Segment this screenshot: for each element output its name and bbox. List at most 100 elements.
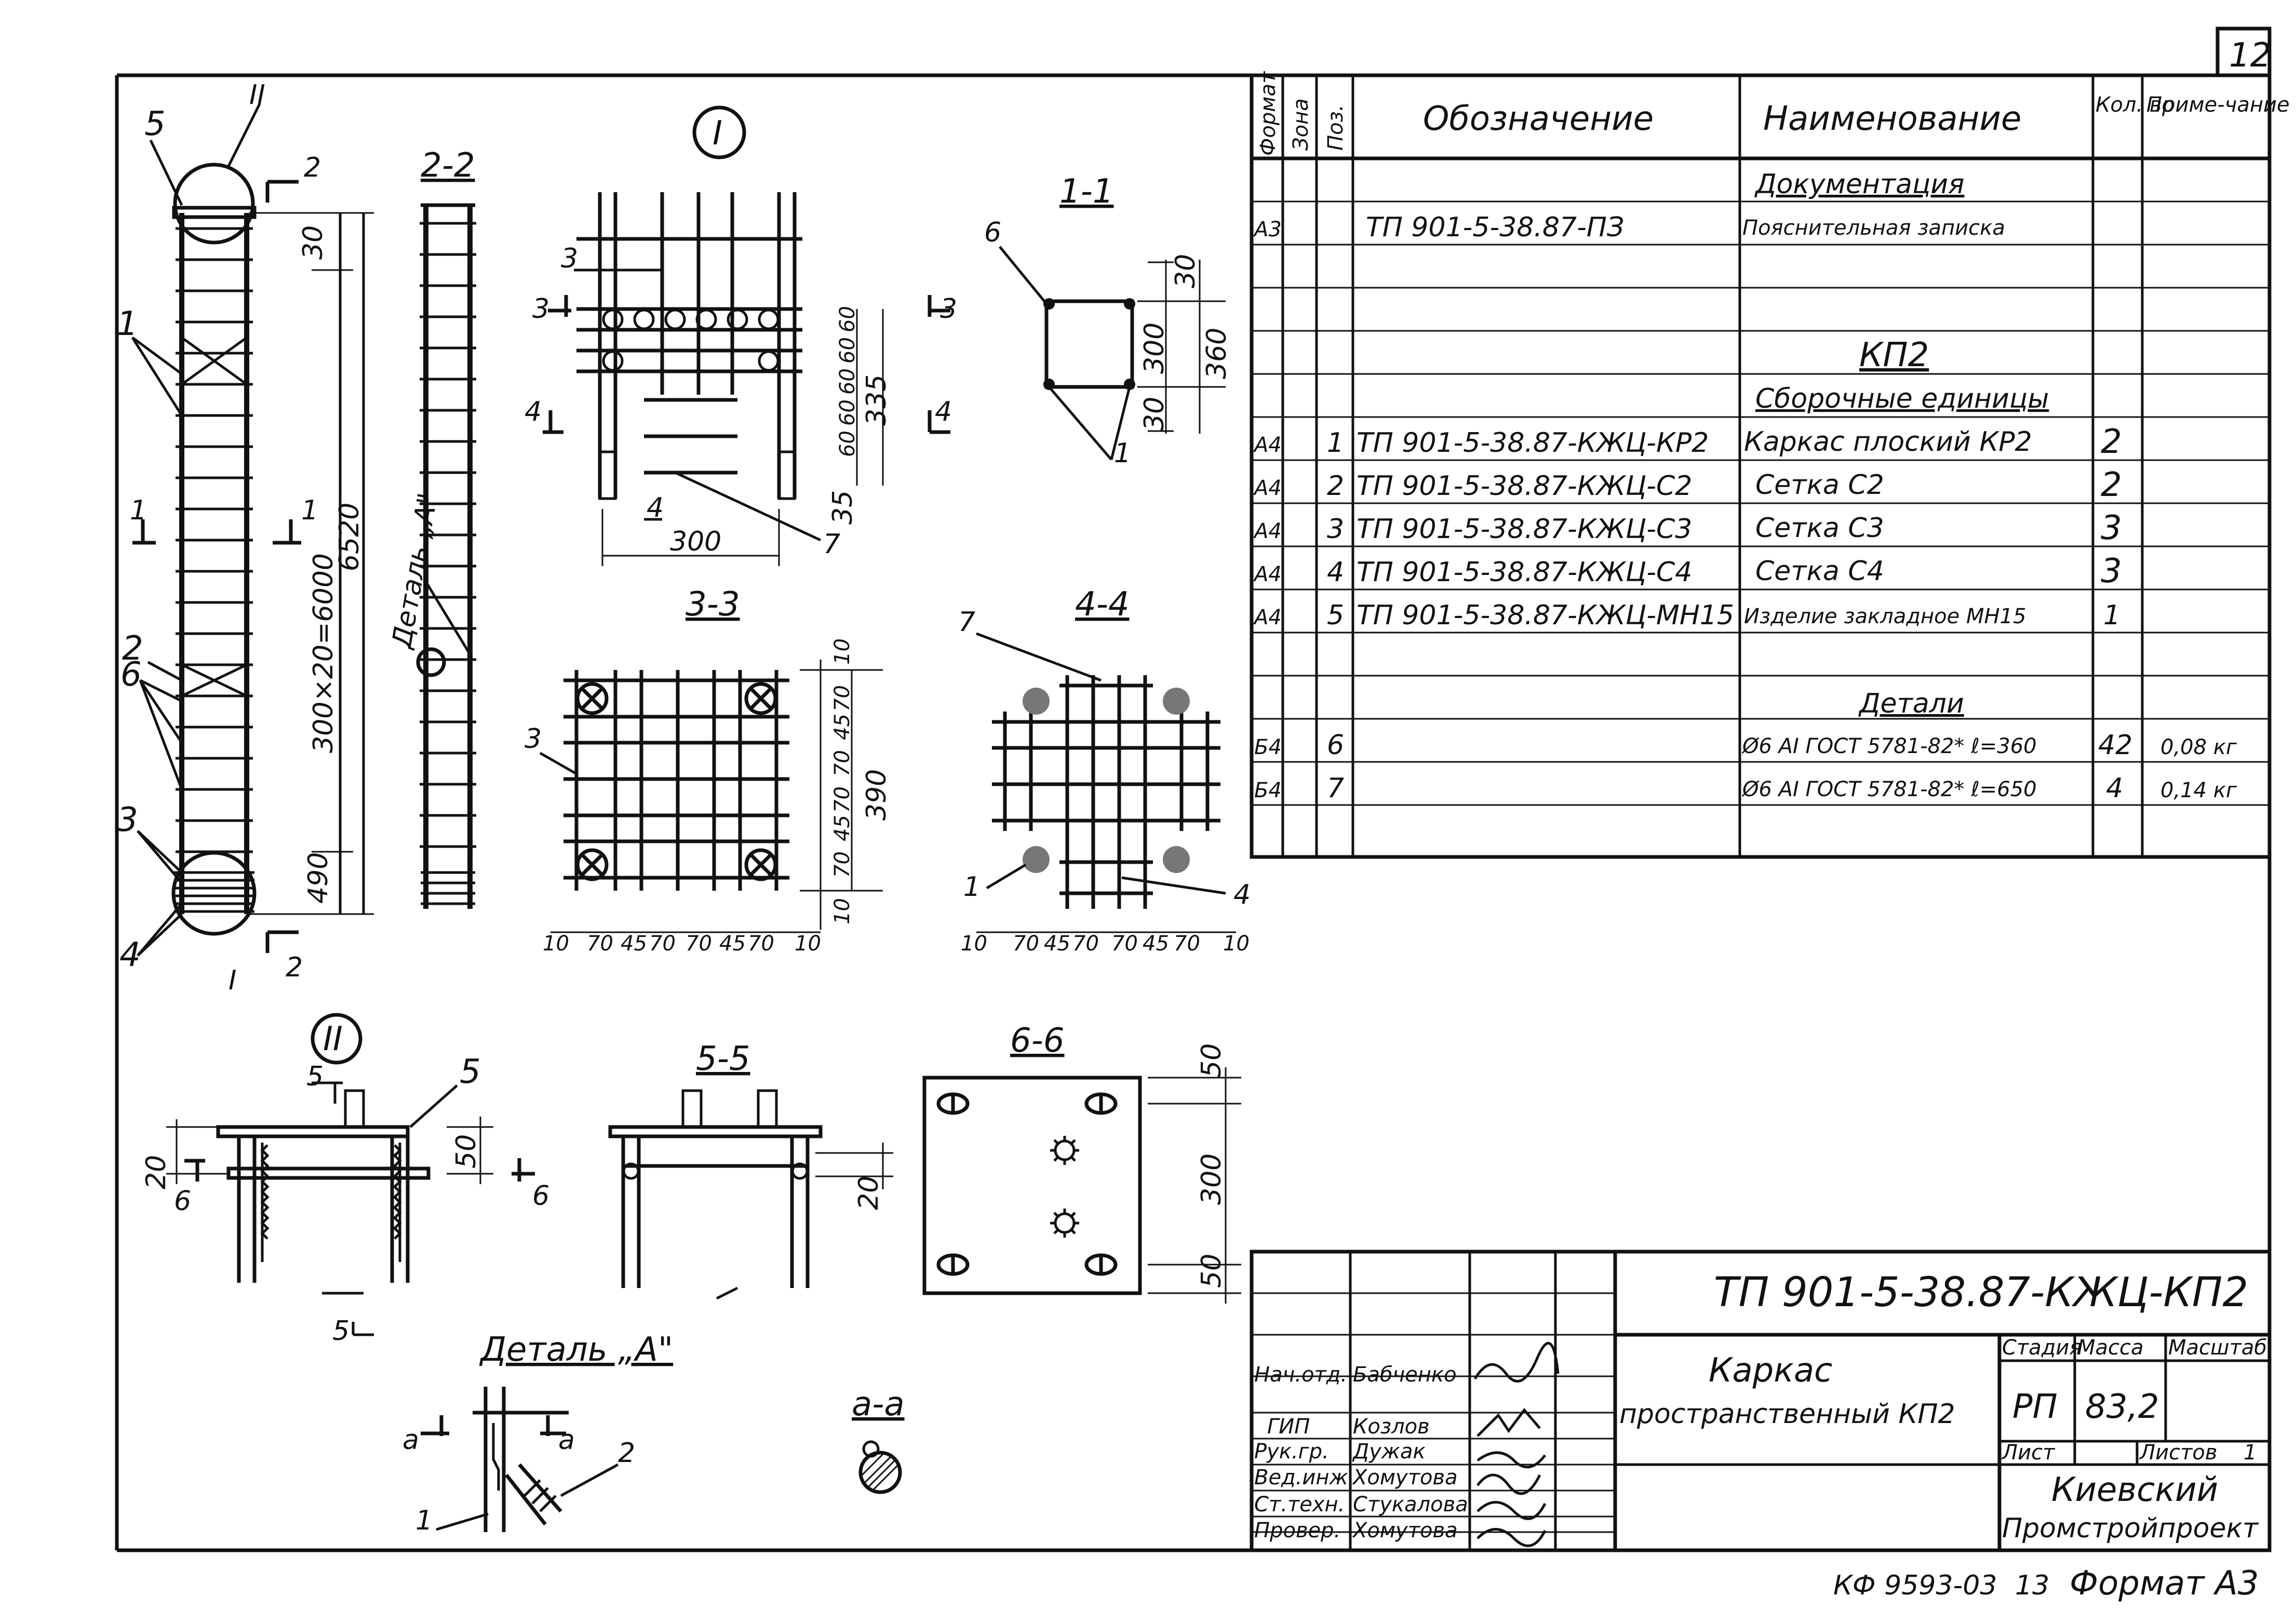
dim-6000: 300×20=6000 <box>308 553 339 753</box>
section-3-3-dim-v70-a: 70 <box>830 685 854 712</box>
svg-text:ТП 901-5-38.87-КЖЦ-МН15: ТП 901-5-38.87-КЖЦ-МН15 <box>1357 600 1734 631</box>
svg-text:1: 1 <box>2103 600 2120 631</box>
footer-number: 13 <box>2015 1570 2049 1601</box>
svg-text:Провер.: Провер. <box>1254 1519 1340 1542</box>
node-I-dim-60-b: 60 <box>836 337 860 364</box>
section-6-6-dim-50-bottom: 50 <box>1196 1254 1227 1288</box>
section-6-6-title: 6-6 <box>1010 1022 1065 1060</box>
svg-text:Дужак: Дужак <box>1352 1440 1426 1464</box>
node-I-mark-3-left: 3 <box>532 293 549 325</box>
section-3-3-dim-70-c: 70 <box>686 932 712 956</box>
svg-text:3: 3 <box>2101 552 2122 591</box>
node-II-ref: II <box>249 79 265 111</box>
spec-header-name: Наименование <box>1763 100 2021 138</box>
svg-text:5: 5 <box>1327 600 1344 631</box>
svg-text:А3: А3 <box>1253 218 1282 242</box>
section-4-4-dim-10-left: 10 <box>961 932 987 956</box>
svg-text:0,14 кг: 0,14 кг <box>2160 779 2237 802</box>
svg-text:А4: А4 <box>1253 606 1282 629</box>
node-I-dim-300: 300 <box>670 526 721 557</box>
section-5-5-title: 5-5 <box>696 1040 750 1078</box>
svg-text:Бабченко: Бабченко <box>1353 1363 1457 1387</box>
node-I-dim-35: 35 <box>827 490 858 525</box>
svg-text:3: 3 <box>1327 514 1344 545</box>
section-3-3-dim-v10-bottom: 10 <box>830 898 854 924</box>
list-item: Провер. Хомутова <box>1254 1519 1458 1542</box>
section-4-4-label-7: 7 <box>958 607 975 638</box>
svg-text:Каркас плоский КР2: Каркас плоский КР2 <box>1744 426 2032 458</box>
node-II-mark-5-top: 5 <box>306 1061 324 1092</box>
section-3-3-dim-v45-b: 45 <box>830 815 854 841</box>
detail-A-title: Деталь „А" <box>479 1331 673 1369</box>
table-row: А3 ТП 901-5-38.87-ПЗ Пояснительная запис… <box>1253 212 2005 243</box>
detail-A-view <box>421 1387 619 1532</box>
section-1-1-view <box>999 246 1226 461</box>
section-4-4-label-4: 4 <box>1233 879 1251 910</box>
node-II-mark-6-right: 6 <box>532 1180 549 1212</box>
spec-section-assembly: Сборочные единицы <box>1755 383 2049 414</box>
node-II-title: II <box>323 1020 343 1058</box>
section-1-1-label-6: 6 <box>984 217 1001 248</box>
table-row: Б4 7 Ø6 АI ГОСТ 5781-82* ℓ=650 4 0,14 кг <box>1254 773 2237 804</box>
svg-text:ТП 901-5-38.87-КЖЦ-С4: ТП 901-5-38.87-КЖЦ-С4 <box>1357 557 1692 588</box>
table-row: А4 5 ТП 901-5-38.87-КЖЦ-МН15 Изделие зак… <box>1253 600 2120 631</box>
node-I-label-4: 4 <box>647 492 664 524</box>
node-I-view <box>543 105 950 566</box>
spec-header-qty: Кол. во <box>2096 93 2174 117</box>
svg-text:Стукалова: Стукалова <box>1353 1493 1468 1517</box>
list-item: Вед.инж. Хомутова <box>1254 1466 1458 1490</box>
label-pos-6: 6 <box>120 655 142 694</box>
svg-text:А4: А4 <box>1253 476 1282 500</box>
svg-text:ТП 901-5-38.87-КЖЦ-С3: ТП 901-5-38.87-КЖЦ-С3 <box>1357 514 1692 545</box>
section-3-3-dim-390: 390 <box>861 769 892 821</box>
table-row: Б4 6 Ø6 АI ГОСТ 5781-82* ℓ=360 42 0,08 к… <box>1254 730 2237 761</box>
node-I-dim-60-e: 60 <box>836 431 860 457</box>
section-a-a-title: а-а <box>852 1385 905 1424</box>
section-1-1-label-1: 1 <box>1114 438 1131 469</box>
designation-code: ТП 901-5-38.87-КЖЦ-КП2 <box>1714 1269 2248 1316</box>
sheet-label: Лист <box>2001 1441 2056 1465</box>
node-I-mark-4-right: 4 <box>935 396 952 427</box>
section-3-3-label-3: 3 <box>525 723 542 755</box>
spec-header-designation: Обозначение <box>1423 100 1654 138</box>
section-6-6-dim-300: 300 <box>1196 1153 1227 1205</box>
signature-scribbles <box>1473 1341 1560 1547</box>
spec-header-format: Формат <box>1256 71 1280 156</box>
dim-6520: 6520 <box>334 503 365 571</box>
stage-label: Стадия <box>2002 1336 2082 1360</box>
label-pos-2: 2 <box>122 629 143 668</box>
section-3-3-dim-70-b: 70 <box>649 932 676 956</box>
svg-text:Ø6 АI ГОСТ 5781-82* ℓ=360: Ø6 АI ГОСТ 5781-82* ℓ=360 <box>1741 734 2037 758</box>
section-3-3-dim-v70-c: 70 <box>830 786 854 813</box>
sheets-label: Листов <box>2139 1441 2217 1465</box>
org-name-line2: Промстройпроект <box>2002 1513 2259 1544</box>
section-mark-2-bottom: 2 <box>286 952 303 983</box>
svg-text:6: 6 <box>1327 730 1344 761</box>
section-1-1-dim-30-bottom: 30 <box>1139 397 1170 431</box>
svg-text:А4: А4 <box>1253 433 1282 457</box>
svg-text:Изделие закладное МН15: Изделие закладное МН15 <box>1744 605 2026 628</box>
label-pos-4: 4 <box>119 936 141 974</box>
specification-table <box>1250 73 2272 859</box>
org-name-line1: Киевский <box>2051 1471 2218 1509</box>
page-number: 12 <box>2229 36 2271 75</box>
stage-value: РП <box>2012 1388 2058 1426</box>
section-mark-1-left: 1 <box>130 495 147 526</box>
section-1-1-dim-300: 300 <box>1139 323 1170 374</box>
label-pos-3: 3 <box>117 801 138 839</box>
section-mark-2-top: 2 <box>304 152 321 183</box>
svg-text:0,08 кг: 0,08 кг <box>2160 735 2237 759</box>
svg-text:А4: А4 <box>1253 519 1282 543</box>
section-4-4-view <box>976 632 1236 933</box>
table-row: А4 1 ТП 901-5-38.87-КЖЦ-КР2 Каркас плоск… <box>1253 423 2122 461</box>
section-3-3-title: 3-3 <box>686 585 740 624</box>
node-I-dim-60-d: 60 <box>836 399 860 426</box>
dim-490: 490 <box>303 852 334 904</box>
title-block <box>1250 1250 2272 1552</box>
svg-text:Хомутова: Хомутова <box>1352 1519 1458 1542</box>
section-3-3-dim-70-d: 70 <box>748 932 774 956</box>
section-4-4-dim-70-c: 70 <box>1111 932 1138 956</box>
section-1-1-dim-30-top: 30 <box>1170 254 1201 288</box>
label-pos-5: 5 <box>144 105 166 143</box>
svg-text:ТП 901-5-38.87-КЖЦ-С2: ТП 901-5-38.87-КЖЦ-С2 <box>1357 471 1692 502</box>
